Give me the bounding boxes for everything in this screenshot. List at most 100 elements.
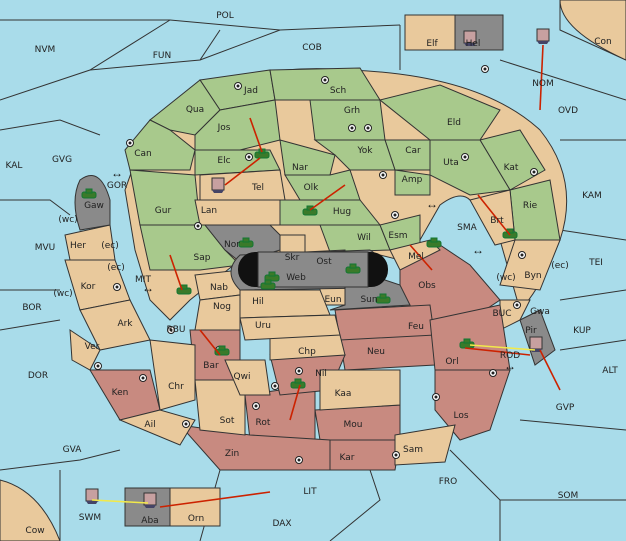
supply-center-dot-core xyxy=(196,224,200,228)
region-lan[interactable] xyxy=(194,199,281,226)
army-unit-icon[interactable] xyxy=(375,293,391,304)
label-mel: Mel xyxy=(408,252,424,262)
region-kaa[interactable] xyxy=(319,369,401,411)
label-brt: Brt xyxy=(490,216,504,226)
label-gvp: GVP xyxy=(556,403,575,413)
label-lit: LIT xyxy=(303,487,317,497)
region-los[interactable] xyxy=(434,369,511,441)
region-ver[interactable] xyxy=(69,329,101,371)
label-kup: KUP xyxy=(573,326,591,336)
region-gur[interactable] xyxy=(129,169,201,226)
region-neu[interactable] xyxy=(339,334,436,371)
region-sot[interactable] xyxy=(194,379,246,436)
route-arrow-icon: ↔ xyxy=(142,281,154,295)
region-uta[interactable] xyxy=(429,139,511,196)
label-tel: Tel xyxy=(251,183,264,193)
supply-center-dot-core xyxy=(273,384,277,388)
label-feu: Feu xyxy=(408,322,424,332)
region-ail[interactable] xyxy=(118,409,196,446)
label-ver: Ver xyxy=(85,342,100,352)
label-sap: Sap xyxy=(194,253,211,263)
label-mit: MIT xyxy=(135,275,151,285)
fleet-unit-icon[interactable] xyxy=(211,177,225,193)
label-qua: Qua xyxy=(186,105,204,115)
region-gaw[interactable] xyxy=(74,175,111,231)
fleet-unit-icon[interactable] xyxy=(463,30,477,46)
label-wil: Wil xyxy=(357,233,371,243)
region-qwi[interactable] xyxy=(224,359,271,396)
order-arrow xyxy=(289,384,301,421)
label-rot: Rot xyxy=(256,418,271,428)
label-cob: COB xyxy=(302,43,322,53)
label-mou: Mou xyxy=(344,420,363,430)
label-orl: Orl xyxy=(445,357,458,367)
region-brt[interactable] xyxy=(469,189,516,246)
label-zin: Zin xyxy=(225,449,239,459)
label-aba: Aba xyxy=(141,516,158,526)
fleet-unit-icon[interactable] xyxy=(536,28,550,44)
label-con: Con xyxy=(594,37,612,47)
army-unit-icon[interactable] xyxy=(426,237,442,248)
army-unit-icon[interactable] xyxy=(176,284,192,295)
region-eld[interactable] xyxy=(378,84,501,141)
order-arrow xyxy=(477,194,511,236)
supply-center-dot-core xyxy=(128,141,132,145)
supply-centers xyxy=(94,65,538,464)
label-esm: Esm xyxy=(388,231,407,241)
region-amp[interactable] xyxy=(394,169,431,196)
label-buc: BUC xyxy=(492,309,511,319)
region-wil[interactable] xyxy=(319,224,391,253)
label-gwa: Gwa xyxy=(530,307,550,317)
route-arrow-icon: ↔ xyxy=(504,359,516,373)
label-pir: Pir xyxy=(525,326,537,336)
army-unit-icon[interactable] xyxy=(81,188,97,199)
label-nog: Nog xyxy=(213,302,231,312)
fleet-unit-icon[interactable] xyxy=(143,492,157,508)
label-kam: KAM xyxy=(582,191,602,201)
supply-center-dot-core xyxy=(491,371,495,375)
coast-tag: (wc) xyxy=(496,273,515,283)
label-lan: Lan xyxy=(201,206,217,216)
label-eun: Eun xyxy=(324,295,341,305)
label-sot: Sot xyxy=(220,416,235,426)
label-gor: GOR xyxy=(107,181,127,191)
region-byn[interactable] xyxy=(499,239,561,291)
supply-center-dot-core xyxy=(463,155,467,159)
supply-center-dot-core xyxy=(247,155,251,159)
region-uru[interactable] xyxy=(239,314,341,341)
region-kar[interactable] xyxy=(329,439,401,471)
region-chr[interactable] xyxy=(149,339,196,411)
label-elc: Elc xyxy=(217,156,230,166)
label-gvg: GVG xyxy=(52,155,72,165)
label-sch: Sch xyxy=(330,86,346,96)
route-arrow-icon: ↔ xyxy=(426,197,438,211)
label-rie: Rie xyxy=(523,201,538,211)
supply-center-dot-core xyxy=(434,395,438,399)
label-swm: SWM xyxy=(79,513,101,523)
supply-center-dot-core xyxy=(297,458,301,462)
army-unit-icon[interactable] xyxy=(345,263,361,274)
label-hil: Hil xyxy=(252,297,264,307)
region-nog[interactable] xyxy=(194,294,241,331)
order-arrow xyxy=(464,347,531,356)
fleet-unit-icon[interactable] xyxy=(85,488,99,504)
label-nom: NOM xyxy=(532,79,554,89)
order-arrow xyxy=(409,244,433,271)
label-som: SOM xyxy=(558,491,579,501)
region-mel[interactable] xyxy=(389,239,441,271)
army-unit-icon[interactable] xyxy=(238,237,254,248)
order-arrow xyxy=(539,44,544,111)
region-yok[interactable] xyxy=(313,139,396,171)
label-byn: Byn xyxy=(524,271,541,281)
label-web: Web xyxy=(286,273,306,283)
label-nvm: NVM xyxy=(35,45,56,55)
region-con[interactable] xyxy=(559,0,626,61)
order-arrow xyxy=(169,254,183,291)
supply-center-dot-core xyxy=(381,173,385,177)
region-olk[interactable] xyxy=(284,169,361,201)
tan-ring-regions xyxy=(64,189,561,466)
army-unit-icon[interactable] xyxy=(260,279,276,290)
label-yok: Yok xyxy=(356,146,373,156)
units xyxy=(81,28,550,508)
army-unit-icon[interactable] xyxy=(290,378,306,389)
